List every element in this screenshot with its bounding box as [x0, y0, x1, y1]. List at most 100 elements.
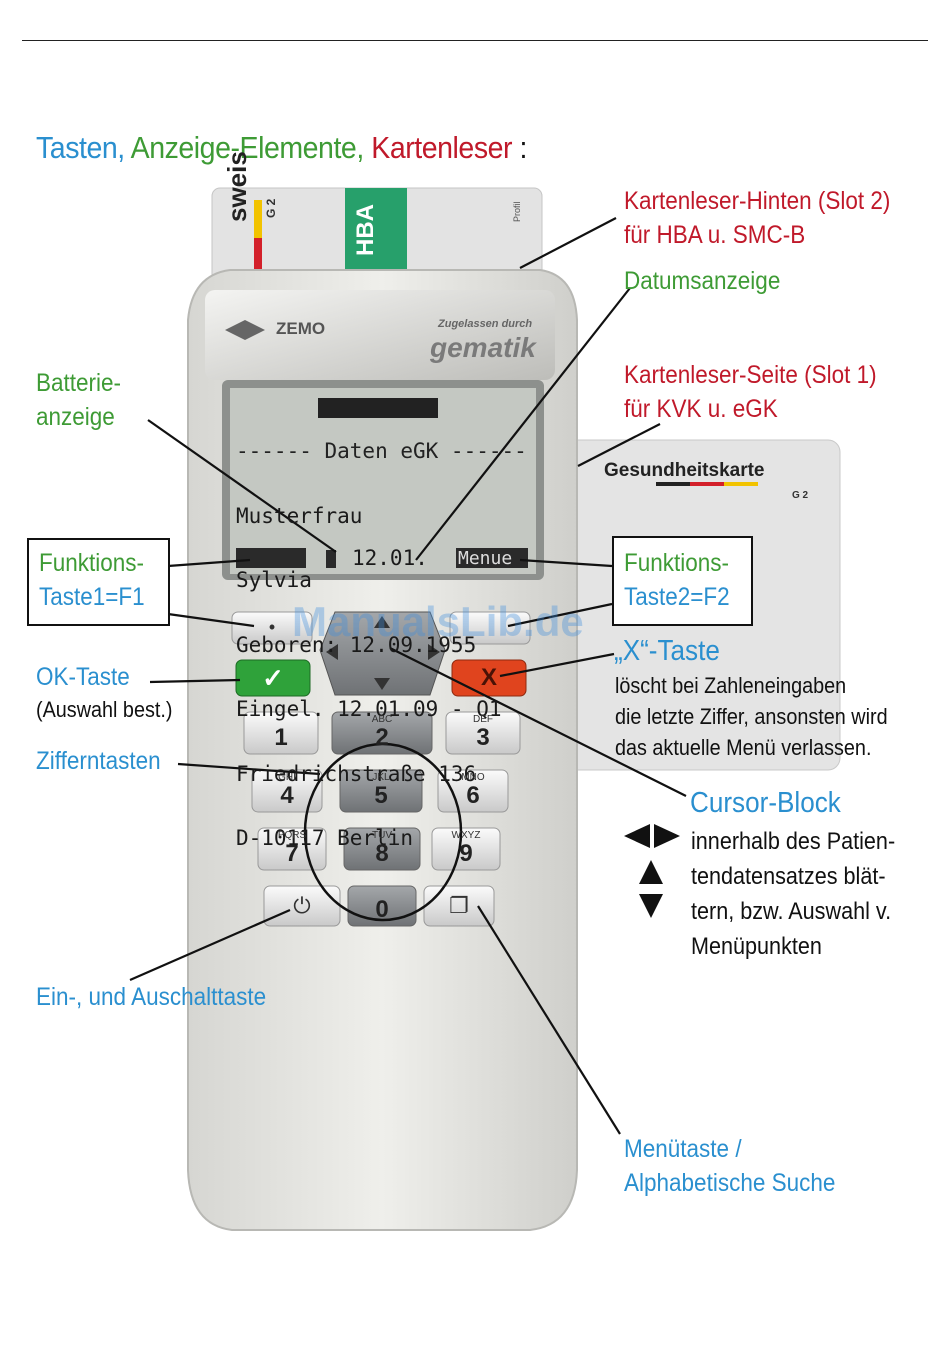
lcd-line: Geboren: 12.09.1955 [236, 632, 477, 657]
lcd-menu-softkey: Menue [458, 548, 513, 569]
key-letters: PQRS [277, 830, 307, 841]
key-number: 2 [375, 724, 389, 751]
key-number: 3 [476, 724, 490, 751]
key-number: 8 [375, 840, 389, 867]
key-number: 0 [375, 896, 389, 923]
top-rule [22, 40, 928, 41]
label-menu-line2: Alphabetische Suche [624, 1169, 836, 1197]
label-cursor-title: Cursor-Block [690, 787, 841, 819]
lcd-date: 12.01. [352, 546, 428, 570]
side-card-title: Gesundheitskarte [604, 460, 765, 481]
label-batterie: Batterie- anzeige [36, 366, 121, 434]
f1-key-shape [231, 611, 313, 645]
cursor-arrows-legend [622, 820, 686, 935]
ok-key-shape [235, 659, 311, 697]
f1-dot-icon: • [268, 617, 276, 637]
brand-logo: ZEMO [276, 319, 326, 338]
ok-button[interactable]: ✓ [236, 660, 310, 696]
cursor-arrows-icon [624, 824, 680, 918]
f1-label-box [27, 538, 170, 626]
lcd-line: D-10117 Berlin [236, 826, 414, 850]
title-part-tasten: Tasten, [36, 130, 125, 165]
key-0[interactable]: 0 [348, 886, 416, 926]
label-batterie-line1: Batterie- [36, 369, 122, 397]
label-ok-desc: (Auswahl best.) [36, 697, 173, 722]
key-number: 5 [374, 782, 388, 809]
label-f2-line2: Taste2=F2 [624, 583, 730, 611]
f1-button[interactable]: • [232, 612, 312, 644]
digit-circle-marker [303, 742, 463, 922]
approval-text: Zugelassen durch [438, 318, 533, 330]
device-top-panel [205, 290, 555, 380]
label-cursor-desc-line: tendatensatzes blät- [691, 863, 886, 890]
rear-card-hba: HBA [352, 204, 379, 256]
lcd-line: ------ Daten eGK ------ [236, 439, 527, 463]
label-ok-title: OK-Taste [36, 663, 130, 691]
gematik-logo: gematik [430, 332, 536, 363]
label-cursor-desc-line: tern, bzw. Auswahl v. [691, 898, 892, 925]
label-cursor-desc-line: innerhalb des Patien- [691, 828, 896, 855]
zemo-logo-icon [225, 320, 265, 340]
label-x-desc-line: löscht bei Zahleneingaben [615, 673, 847, 698]
f2-key-shape [449, 611, 531, 645]
label-x-title: „X“-Taste [614, 635, 720, 667]
lcd-line: Musterfrau [236, 503, 363, 528]
lcd-line: Friedrichstraße 136 [236, 761, 477, 786]
page-title: Tasten, Anzeige-Elemente, Kartenleser : [36, 130, 527, 166]
side-card-g2: G 2 [792, 490, 809, 501]
label-f1: Funktions- Taste1=F1 [39, 546, 145, 614]
lcd-text: ------ Daten eGK ------ Musterfrau Sylvi… [236, 398, 527, 871]
title-part-kartenleser: Kartenleser [371, 130, 513, 165]
key-letters: TUV [372, 830, 392, 841]
key-letters: ABC [371, 714, 393, 725]
menu-icon: ❐ [449, 893, 469, 918]
rear-card-text: sweis [222, 151, 252, 222]
key-1[interactable]: 1 [244, 712, 318, 754]
label-datum: Datumsanzeige [624, 267, 781, 295]
watermark: ManualsLib.de [292, 598, 584, 645]
label-x-desc-line: das aktuelle Menü verlassen. [615, 735, 872, 760]
label-f1-line2: Taste1=F1 [39, 583, 145, 611]
key-number: 7 [285, 840, 299, 867]
cursor-block-shape [319, 611, 446, 696]
key-letters: MNO [461, 772, 485, 783]
power-icon: ⏻ [293, 893, 311, 918]
check-icon: ✓ [262, 663, 284, 693]
key-number: 9 [459, 840, 473, 867]
lcd-screen [230, 388, 536, 574]
title-colon: : [519, 130, 528, 165]
label-ziffern: Zifferntasten [36, 747, 161, 775]
power-button[interactable]: ⏻ [264, 886, 340, 926]
label-power: Ein-, und Auschalttaste [36, 983, 267, 1011]
label-menu: Menütaste / Alphabetische Suche [624, 1132, 835, 1200]
label-batterie-line2: anzeige [36, 403, 115, 431]
key-letters: GHI [278, 772, 296, 783]
label-slot1-line1: Kartenleser-Seite (Slot 1) [624, 361, 877, 389]
f2-label-box [612, 536, 753, 626]
label-slot1-line2: für KVK u. eGK [624, 395, 778, 423]
menu-button[interactable]: ❐ [424, 886, 494, 926]
key-number: 6 [466, 782, 480, 809]
label-slot2: Kartenleser-Hinten (Slot 2) für HBA u. S… [624, 184, 890, 252]
label-f2-line1: Funktions- [624, 549, 730, 577]
key-number: 1 [274, 724, 288, 751]
label-f1-line1: Funktions- [39, 549, 145, 577]
label-f2: Funktions- Taste2=F2 [624, 546, 730, 614]
rear-card-g2: G 2 [264, 198, 278, 218]
x-button[interactable]: X [452, 660, 526, 696]
label-slot2-line1: Kartenleser-Hinten (Slot 2) [624, 187, 891, 215]
label-slot2-line2: für HBA u. SMC-B [624, 221, 806, 249]
key-number: 4 [280, 782, 294, 809]
label-cursor-desc: innerhalb des Patien- tendatensatzes blä… [691, 824, 895, 964]
x-icon: X [480, 664, 497, 691]
title-part-anzeige: Anzeige-Elemente, [130, 130, 365, 165]
label-menu-line1: Menütaste / [624, 1135, 742, 1163]
